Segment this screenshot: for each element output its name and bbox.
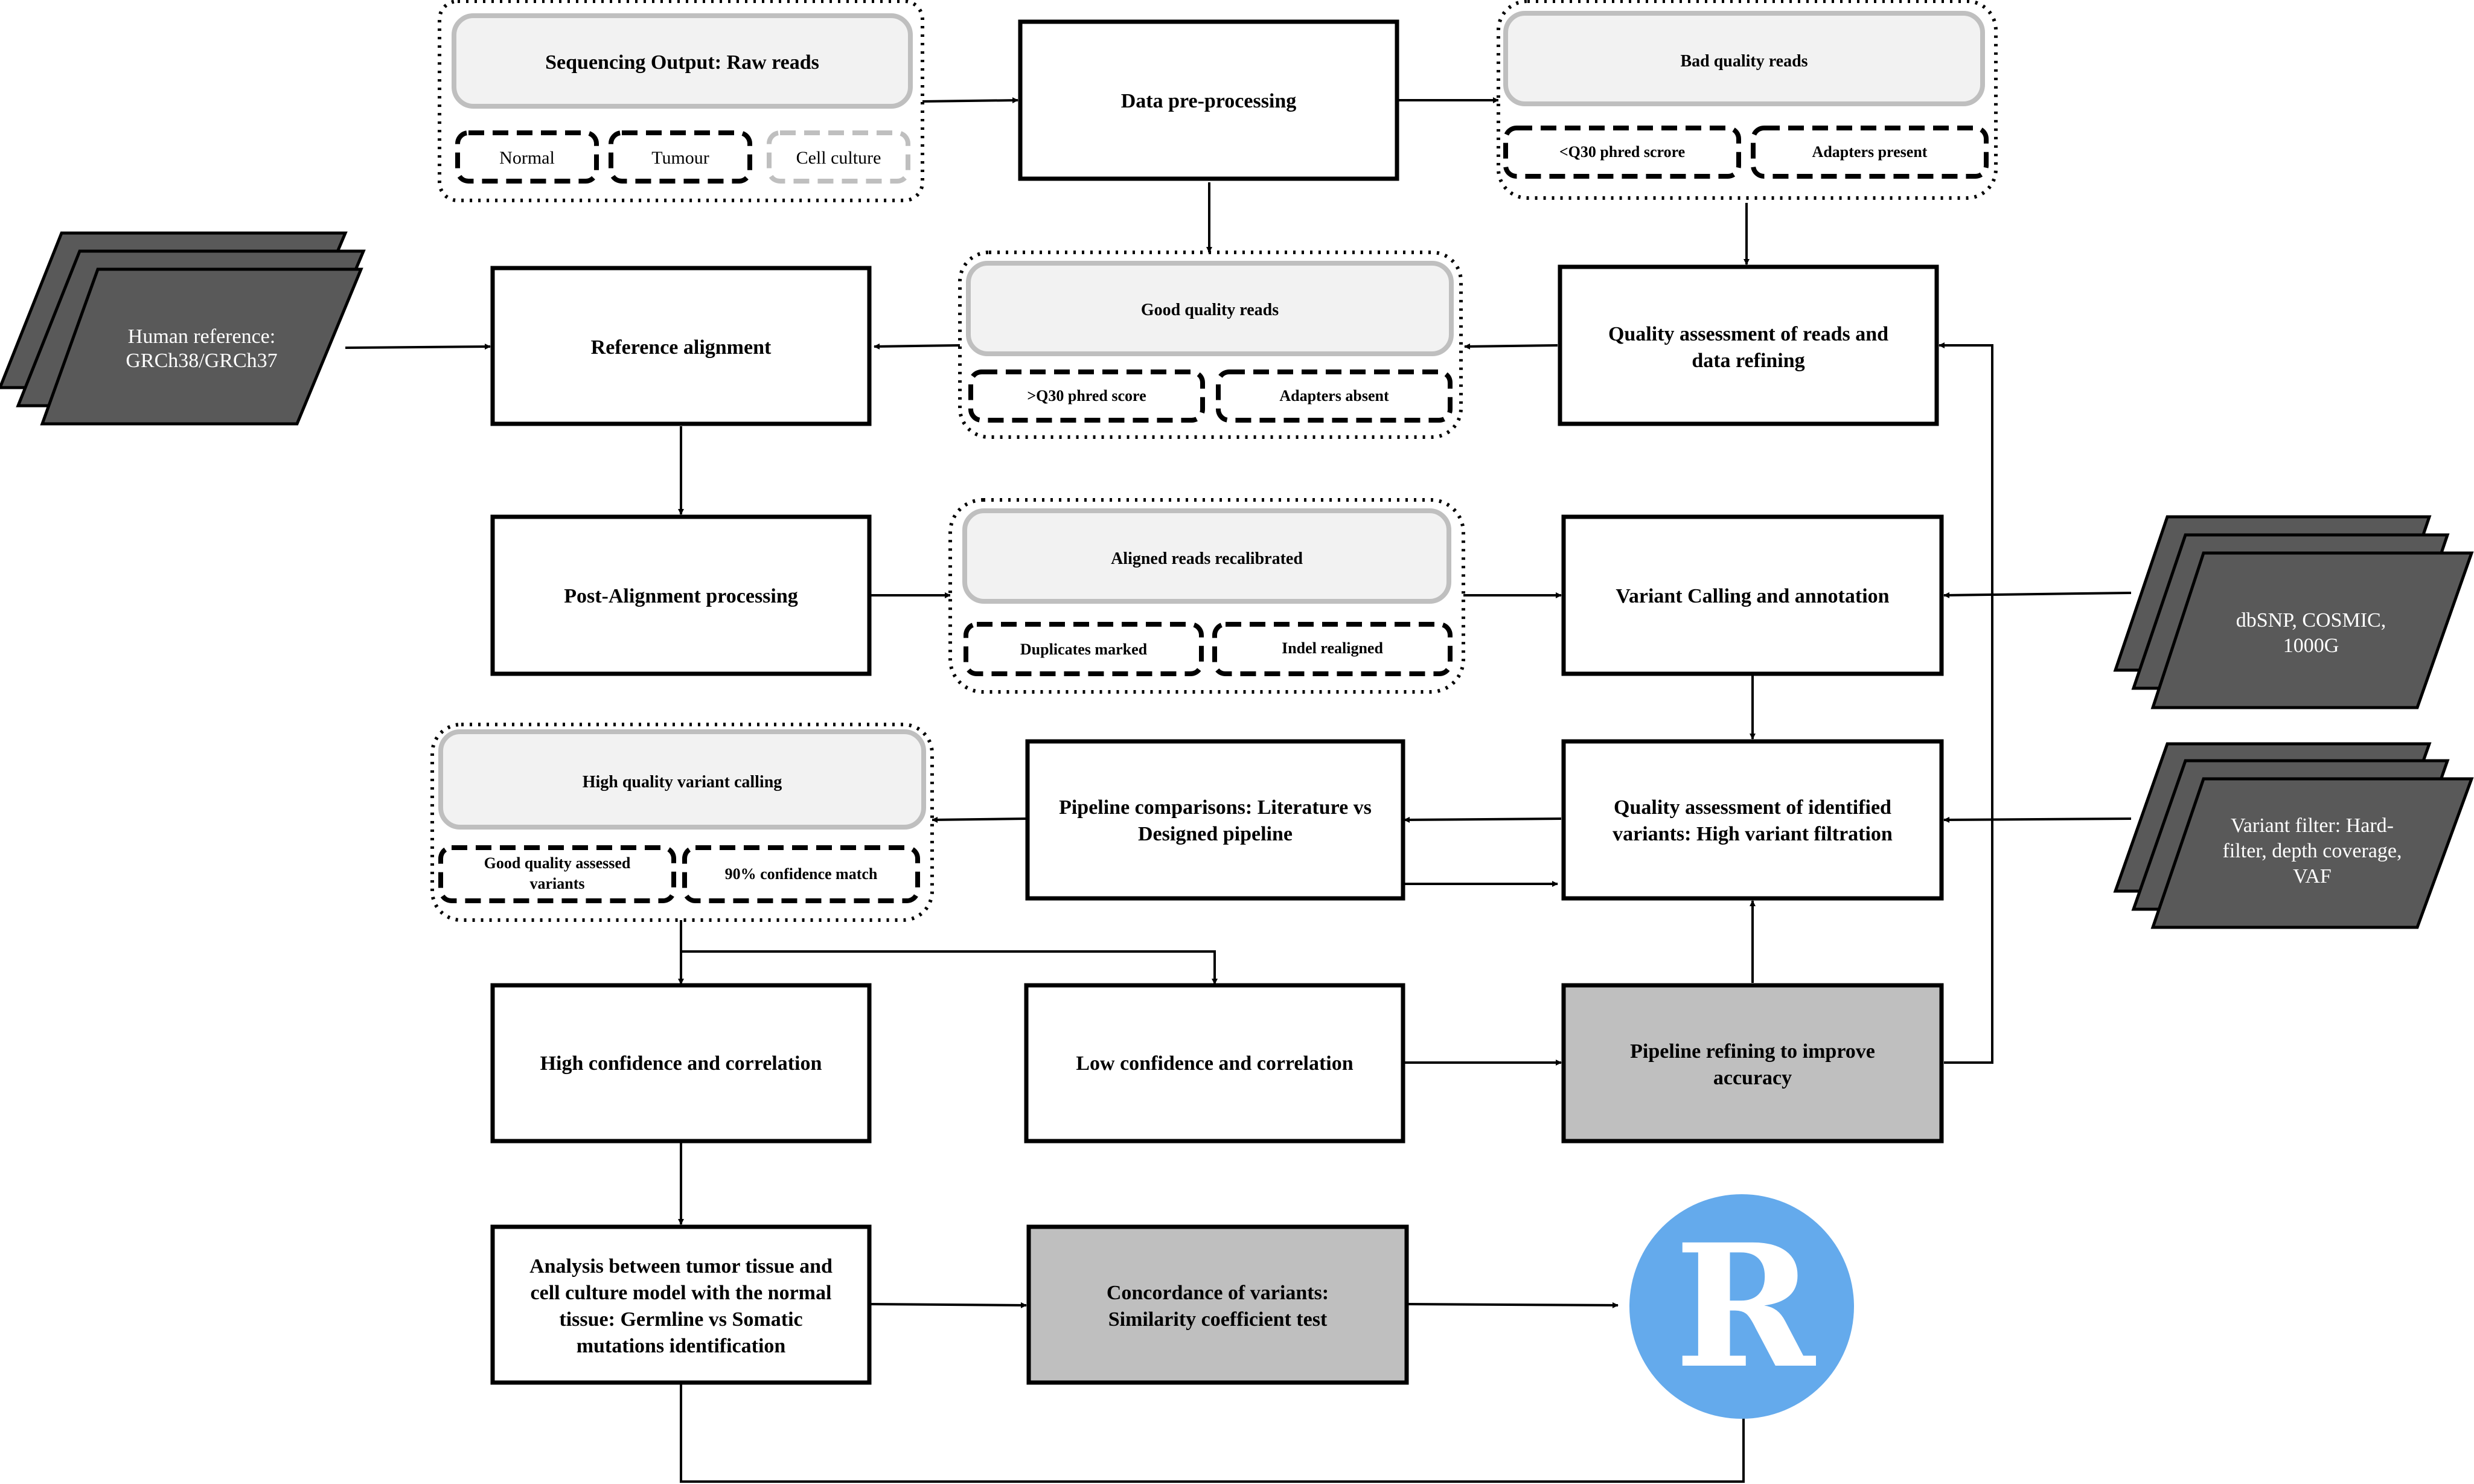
good-assessed-line1: Good quality assessed xyxy=(484,854,631,872)
quality-assessment-reads-line1: Quality assessment of reads and xyxy=(1608,323,1888,345)
bad-quality-title: Bad quality reads xyxy=(1680,52,1808,71)
human-reference-stack: Human reference: GRCh38/GRCh37 xyxy=(0,231,366,426)
r-logo: R xyxy=(1629,1194,1854,1419)
arrow-qa-reads-to-good xyxy=(1464,343,1558,350)
confidence-match-label: 90% confidence match xyxy=(725,865,878,883)
r-logo-circle xyxy=(1629,1194,1854,1419)
quality-assessment-reads-box: Quality assessment of reads and data ref… xyxy=(1558,264,1939,426)
pipeline-comparisons-box: Pipeline comparisons: Literature vs Desi… xyxy=(1025,739,1405,901)
good-quality-group: Good quality reads >Q30 phred score Adap… xyxy=(958,251,1463,439)
quality-assessment-reads-line2: data refining xyxy=(1692,350,1804,372)
concordance-line2: Similarity coefficient test xyxy=(1108,1308,1328,1331)
sequencing-output-title: Sequencing Output: Raw reads xyxy=(545,51,819,74)
pipeline-refining-box: Pipeline refining to improve accuracy xyxy=(1561,983,1944,1143)
variant-calling-label: Variant Calling and annotation xyxy=(1616,585,1889,607)
quality-assessment-variants-line2: variants: High variant filtration xyxy=(1613,823,1893,845)
variant-filter-line3: VAF xyxy=(2293,865,2332,888)
pipeline-refining-line1: Pipeline refining to improve xyxy=(1630,1040,1875,1063)
human-reference-line1: Human reference: xyxy=(128,325,275,348)
analysis-line1: Analysis between tumor tissue and xyxy=(529,1255,833,1278)
concordance-box: Concordance of variants: Similarity coef… xyxy=(1026,1224,1409,1385)
adapters-absent-label: Adapters absent xyxy=(1279,387,1389,405)
variant-filter-stack: Variant filter: Hard- filter, depth cove… xyxy=(2113,742,2474,929)
analysis-line2: cell culture model with the normal xyxy=(531,1282,832,1304)
normal-label: Normal xyxy=(499,148,555,168)
dbsnp-line2: 1000G xyxy=(2283,635,2339,657)
arrow-dbsnp-to-calling xyxy=(1943,592,2132,598)
connectors xyxy=(345,97,2132,1483)
data-preprocessing-box: Data pre-processing xyxy=(1018,19,1399,181)
pipeline-comparisons-line2: Designed pipeline xyxy=(1138,823,1293,845)
arrow-analysis-to-r xyxy=(680,1383,1747,1483)
q30-above-label: >Q30 phred score xyxy=(1027,387,1146,405)
high-quality-variant-group: High quality variant calling Good qualit… xyxy=(430,723,934,922)
indel-realigned-label: Indel realigned xyxy=(1282,639,1383,657)
variant-filter-line2: filter, depth coverage, xyxy=(2223,840,2402,862)
post-alignment-label: Post-Alignment processing xyxy=(564,585,798,607)
arrow-analysis-to-concordance xyxy=(869,1302,1027,1308)
r-logo-letter: R xyxy=(1675,1207,1817,1406)
adapters-present-label: Adapters present xyxy=(1812,143,1928,161)
arrow-reference-to-alignment xyxy=(345,344,491,350)
good-quality-title: Good quality reads xyxy=(1141,301,1279,319)
reference-alignment-box: Reference alignment xyxy=(490,266,872,426)
arrow-concordance-to-r xyxy=(1406,1302,1619,1308)
reference-alignment-label: Reference alignment xyxy=(591,336,772,359)
arrow-comparisons-to-hq xyxy=(932,816,1027,823)
duplicates-marked-label: Duplicates marked xyxy=(1020,641,1148,658)
quality-assessment-variants-box: Quality assessment of identified variant… xyxy=(1561,739,1944,901)
arrow-raw-to-preprocess xyxy=(922,97,1018,104)
post-alignment-box: Post-Alignment processing xyxy=(490,514,872,676)
analysis-line4: mutations identification xyxy=(577,1335,786,1357)
human-reference-line2: GRCh38/GRCh37 xyxy=(126,350,277,372)
aligned-reads-group: Aligned reads recalibrated Duplicates ma… xyxy=(948,498,1465,694)
low-confidence-label: Low confidence and correlation xyxy=(1076,1052,1353,1075)
dbsnp-line1: dbSNP, COSMIC, xyxy=(2236,609,2386,632)
high-quality-variant-title: High quality variant calling xyxy=(583,773,782,792)
variant-filter-line1: Variant filter: Hard- xyxy=(2231,814,2394,837)
variant-calling-box: Variant Calling and annotation xyxy=(1561,514,1944,676)
tumour-label: Tumour xyxy=(651,148,709,168)
low-confidence-box: Low confidence and correlation xyxy=(1024,983,1405,1143)
arrow-refining-to-qa-reads xyxy=(1939,342,1993,1064)
pipeline-refining-line2: accuracy xyxy=(1713,1067,1792,1089)
concordance-line1: Concordance of variants: xyxy=(1107,1282,1329,1304)
analysis-box: Analysis between tumor tissue and cell c… xyxy=(490,1224,872,1385)
q30-below-label: <Q30 phred scrore xyxy=(1559,143,1685,161)
analysis-line3: tissue: Germline vs Somatic xyxy=(559,1308,802,1331)
pipeline-comparisons-line1: Pipeline comparisons: Literature vs xyxy=(1059,796,1372,819)
cell-culture-label: Cell culture xyxy=(796,148,881,168)
data-preprocessing-label: Data pre-processing xyxy=(1121,90,1297,112)
sequencing-output-group: Sequencing Output: Raw reads Normal Tumo… xyxy=(438,0,924,202)
quality-assessment-variants-line1: Quality assessment of identified xyxy=(1614,796,1891,819)
arrow-hq-to-low-conf xyxy=(681,950,1218,985)
arrow-qa-variants-to-comparisons xyxy=(1404,816,1562,823)
arrow-good-to-alignment xyxy=(874,343,961,350)
aligned-reads-title: Aligned reads recalibrated xyxy=(1111,549,1303,568)
arrow-filter-to-qa-variants xyxy=(1943,816,2132,823)
bad-quality-group: Bad quality reads <Q30 phred scrore Adap… xyxy=(1497,0,1998,200)
dbsnp-stack: dbSNP, COSMIC, 1000G xyxy=(2113,515,2474,709)
high-confidence-label: High confidence and correlation xyxy=(540,1052,822,1075)
high-confidence-box: High confidence and correlation xyxy=(490,983,872,1143)
good-assessed-line2: variants xyxy=(530,875,585,892)
